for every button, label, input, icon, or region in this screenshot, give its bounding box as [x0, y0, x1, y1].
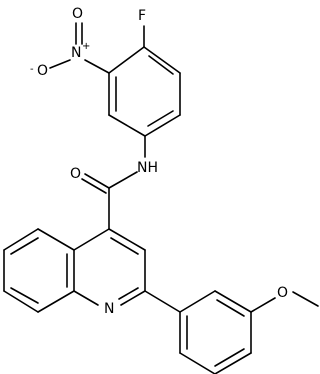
carbonyl-double-bond-a	[84, 173, 110, 189]
amide-nh-label: NH	[137, 160, 158, 176]
nitro-o-charge: -	[30, 64, 34, 75]
nh-carbonyl-bond	[108, 171, 138, 189]
quinoline-aryl-bond	[144, 290, 181, 313]
o-methyl-bond	[292, 291, 319, 307]
quinoline-n-label: N	[104, 301, 114, 317]
fluorine-label: F	[138, 8, 146, 24]
amide-o-label: O	[70, 166, 81, 182]
quinoline-pyridine-ring	[73, 228, 146, 306]
carbonyl-double-bond-b	[81, 178, 107, 194]
methoxy-o-label: O	[277, 285, 288, 301]
methoxyphenyl-ring	[179, 290, 252, 374]
c-o-methoxy-bond	[250, 297, 276, 313]
c-n-nitro-bond	[84, 59, 110, 74]
nitro-o-minus-label: O	[37, 63, 48, 79]
nitro-n-label: N	[71, 45, 81, 61]
nitro-n-charge: +	[82, 41, 90, 52]
quinoline-benzo-ring	[3, 228, 75, 313]
nitro-o-top-label: O	[72, 6, 83, 22]
n-o-single-bond	[49, 59, 71, 69]
fluoronitrophenyl-ring	[108, 46, 181, 137]
